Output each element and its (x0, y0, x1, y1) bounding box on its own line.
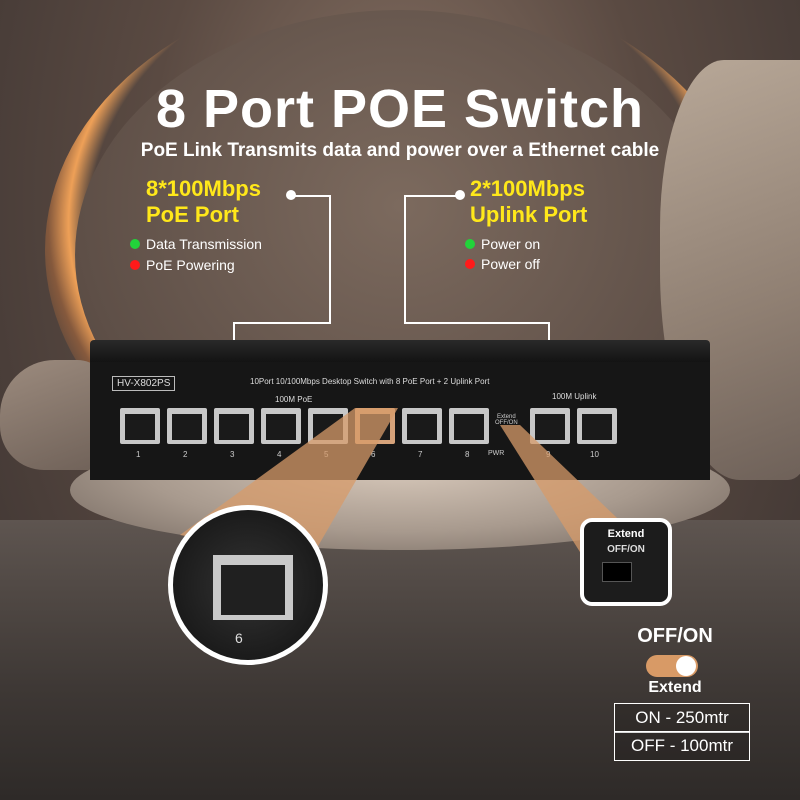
zoom-switch-subtitle: OFF/ON (607, 544, 645, 555)
extend-on-spec: ON - 250mtr (614, 703, 750, 733)
ethernet-port-8[interactable] (449, 408, 489, 444)
ethernet-port-9[interactable] (530, 408, 570, 444)
leader-line (404, 195, 459, 197)
extend-mini-sub: OFF/ON (495, 420, 518, 426)
port-number: 4 (277, 450, 282, 459)
poe-port-title-line2: PoE Port (146, 202, 239, 227)
ethernet-port-10[interactable] (577, 408, 617, 444)
green-dot-icon (130, 239, 140, 249)
extend-toggle[interactable] (646, 655, 698, 677)
extend-off-spec: OFF - 100mtr (614, 731, 750, 761)
red-dot-icon (130, 260, 140, 270)
callout-pin (455, 190, 465, 200)
port-number: 9 (546, 450, 551, 459)
port-number: 2 (183, 450, 188, 459)
leader-line (291, 195, 331, 197)
switch-front-panel: HV-X802PS 10Port 10/100Mbps Desktop Swit… (90, 362, 710, 480)
leader-line (404, 195, 406, 323)
poe-legend-item-power: PoE Powering (130, 257, 235, 273)
toggle-knob (676, 656, 696, 676)
ethernet-port-1[interactable] (120, 408, 160, 444)
poe-legend-item-data: Data Transmission (130, 236, 262, 252)
pwr-label: PWR (488, 450, 505, 457)
zoom-ethernet-port (213, 555, 293, 620)
port-number: 8 (465, 450, 470, 459)
red-dot-icon (465, 259, 475, 269)
ethernet-port-5[interactable] (308, 408, 348, 444)
extend-switch-mini[interactable]: Extend OFF/ON (495, 414, 518, 426)
zoom-switch-title: Extend (607, 528, 645, 540)
extend-state-label: OFF/ON (637, 625, 713, 647)
legend-label: PoE Powering (146, 257, 235, 273)
port-number: 3 (230, 450, 235, 459)
uplink-legend-item-on: Power on (465, 236, 540, 252)
port-number: 10 (590, 450, 599, 459)
uplink-port-title-line2: Uplink Port (470, 202, 588, 227)
subtitle: PoE Link Transmits data and power over a… (140, 140, 660, 161)
switch-top (90, 340, 710, 364)
leader-line (233, 322, 331, 324)
poe-switch-device: HV-X802PS 10Port 10/100Mbps Desktop Swit… (90, 340, 710, 480)
uplink-group-label: 100M Uplink (552, 392, 597, 401)
poe-port-title: 8*100Mbps PoE Port (146, 176, 261, 228)
ethernet-port-3[interactable] (214, 408, 254, 444)
port-number: 5 (324, 450, 329, 459)
extend-switch-zoom: Extend OFF/ON (580, 518, 672, 606)
extend-mini-label: Extend (496, 414, 516, 420)
leader-line (404, 322, 550, 324)
dip-switch-icon (602, 562, 632, 582)
model-label: HV-X802PS (112, 376, 176, 391)
uplink-port-title: 2*100Mbps Uplink Port (470, 176, 587, 228)
leader-line (329, 195, 331, 323)
poe-group-label: 100M PoE (275, 395, 313, 404)
ethernet-port-2[interactable] (167, 408, 207, 444)
legend-label: Data Transmission (146, 236, 262, 252)
uplink-port-title-line1: 2*100Mbps (470, 176, 585, 201)
ethernet-port-7[interactable] (402, 408, 442, 444)
legend-label: Power off (481, 256, 540, 272)
green-dot-icon (465, 239, 475, 249)
ethernet-port-6[interactable] (355, 408, 395, 444)
extend-label: Extend (648, 679, 702, 696)
legend-label: Power on (481, 236, 541, 252)
headline: 8 Port POE Switch (155, 79, 645, 139)
device-description: 10Port 10/100Mbps Desktop Switch with 8 … (250, 377, 490, 386)
ethernet-port-4[interactable] (261, 408, 301, 444)
port-number: 7 (418, 450, 423, 459)
port-number: 1 (136, 450, 141, 459)
poe-port-title-line1: 8*100Mbps (146, 176, 261, 201)
port-number: 6 (371, 450, 376, 459)
zoom-port-number: 6 (235, 630, 243, 646)
port-zoom-detail: 6 (168, 505, 328, 665)
uplink-legend-item-off: Power off (465, 256, 540, 272)
